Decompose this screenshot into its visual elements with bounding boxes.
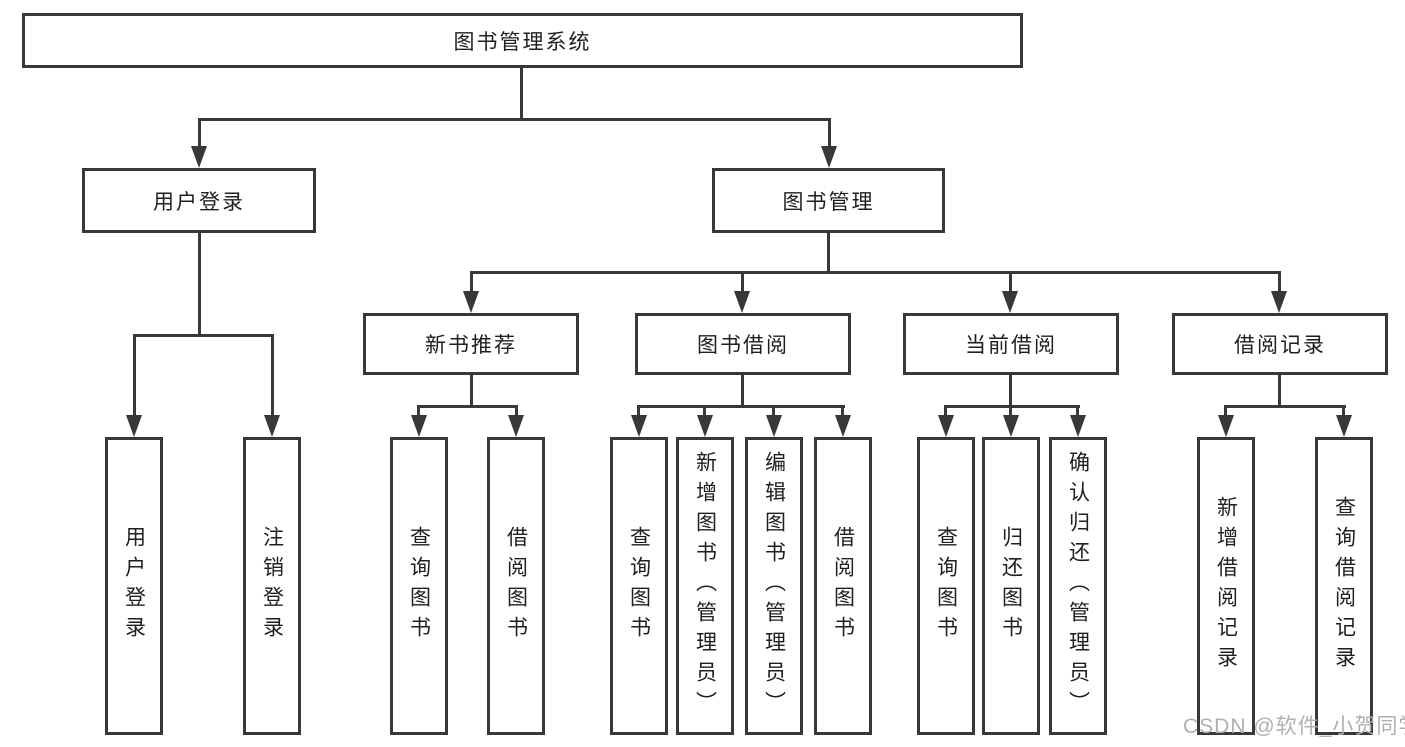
leaf-bb-borrow-books: 借阅图书 xyxy=(814,437,872,735)
edge-to-leaf-user-login xyxy=(133,334,136,417)
leaf-bb-query-books: 查询图书 xyxy=(610,437,668,735)
edge-to-leaf-logout xyxy=(271,334,274,417)
edge-to-br-add-stub xyxy=(1224,405,1227,417)
leaf-bb-edit-books-admin: 编辑图书（管理员） xyxy=(745,437,803,735)
node-borrowing-records: 借阅记录 xyxy=(1172,313,1388,375)
arrowhead-bb-add xyxy=(697,415,713,437)
arrowhead-br-query xyxy=(1336,415,1352,437)
arrowhead-leaf-logout xyxy=(264,415,280,437)
node-user-login-branch: 用户登录 xyxy=(82,168,316,233)
edge-root-to-user-login-stub xyxy=(198,118,201,150)
leaf-cb-confirm-return-admin: 确认归还（管理员） xyxy=(1049,437,1107,735)
arrowhead-user-login-branch xyxy=(191,146,207,168)
edge-new-book-rec-vline xyxy=(470,375,473,408)
edge-to-bb-query-stub xyxy=(637,405,640,417)
leaf-cb-return-books: 归还图书 xyxy=(982,437,1040,735)
arrowhead-br-add xyxy=(1218,415,1234,437)
edge-to-bb-add-stub xyxy=(703,405,706,417)
node-book-borrowing: 图书借阅 xyxy=(635,313,851,375)
arrowhead-cb-return xyxy=(1003,415,1019,437)
node-book-management: 图书管理 xyxy=(712,168,945,233)
edge-to-nb-query-stub xyxy=(417,405,420,417)
edge-current-borrow-vline xyxy=(1009,375,1012,408)
edge-to-bb-borrow-stub xyxy=(841,405,844,417)
edge-to-cb-confirm-stub xyxy=(1076,405,1079,417)
arrowhead-borrow-records xyxy=(1271,291,1287,313)
leaf-logout: 注销登录 xyxy=(243,437,301,735)
node-current-borrowing: 当前借阅 xyxy=(903,313,1119,375)
node-new-book-recommendation: 新书推荐 xyxy=(363,313,579,375)
edge-user-login-vline xyxy=(198,233,201,337)
arrowhead-cb-confirm xyxy=(1070,415,1086,437)
arrowhead-nb-borrow xyxy=(508,415,524,437)
arrowhead-book-borrow xyxy=(734,291,750,313)
arrowhead-bb-edit xyxy=(766,415,782,437)
leaf-nb-borrow-books: 借阅图书 xyxy=(487,437,545,735)
leaf-br-query-record: 查询借阅记录 xyxy=(1315,437,1373,735)
leaf-user-login: 用户登录 xyxy=(105,437,163,735)
edge-borrow-records-hline xyxy=(1224,405,1346,408)
edge-current-borrow-hline xyxy=(944,405,1080,408)
node-library-management-system: 图书管理系统 xyxy=(22,13,1023,68)
arrowhead-new-book-rec xyxy=(463,291,479,313)
edge-to-cb-query-stub xyxy=(944,405,947,417)
edge-to-nb-borrow-stub xyxy=(515,405,518,417)
edge-root-vline xyxy=(520,68,523,120)
edge-user-login-hline xyxy=(133,334,274,337)
edge-book-mgmt-vline xyxy=(827,233,830,274)
edge-to-br-query-stub xyxy=(1342,405,1345,417)
leaf-br-add-record: 新增借阅记录 xyxy=(1197,437,1255,735)
arrowhead-bb-query xyxy=(631,415,647,437)
edge-book-mgmt-hline xyxy=(470,271,1281,274)
edge-to-book-borrow-stub xyxy=(741,271,744,293)
arrowhead-leaf-user-login xyxy=(126,415,142,437)
csdn-watermark: CSDN @软件_小贺同学 xyxy=(1183,715,1405,738)
edge-book-borrow-hline xyxy=(637,405,845,408)
leaf-nb-query-books: 查询图书 xyxy=(390,437,448,735)
arrowhead-nb-query xyxy=(411,415,427,437)
arrowhead-book-mgmt xyxy=(821,146,837,168)
edge-root-to-book-mgmt-stub xyxy=(828,118,831,150)
leaf-cb-query-books: 查询图书 xyxy=(917,437,975,735)
leaf-bb-add-books-admin: 新增图书（管理员） xyxy=(676,437,734,735)
arrowhead-cb-query xyxy=(938,415,954,437)
edge-new-book-rec-hline xyxy=(417,405,518,408)
edge-to-cb-return-stub xyxy=(1009,405,1012,417)
arrowhead-bb-borrow xyxy=(835,415,851,437)
edge-to-new-book-rec-stub xyxy=(470,271,473,293)
edge-to-current-borrow-stub xyxy=(1009,271,1012,293)
edge-borrow-records-vline xyxy=(1278,375,1281,408)
edge-to-bb-edit-stub xyxy=(772,405,775,417)
arrowhead-current-borrow xyxy=(1002,291,1018,313)
edge-to-borrow-records-stub xyxy=(1278,271,1281,293)
edge-root-hline xyxy=(198,118,831,121)
edge-book-borrow-vline xyxy=(741,375,744,408)
